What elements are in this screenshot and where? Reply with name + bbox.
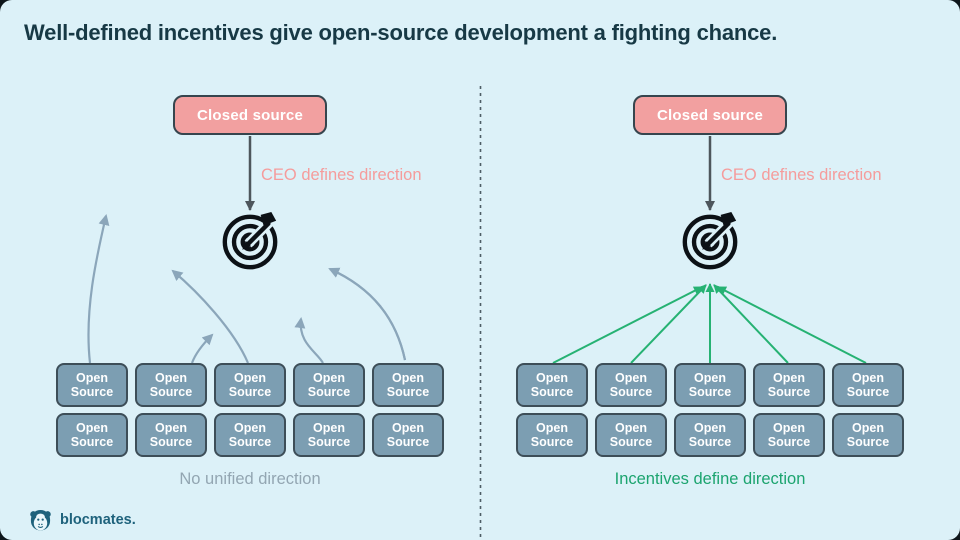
- page-title: Well-defined incentives give open-source…: [24, 20, 778, 45]
- open-source-box: Open Source: [214, 413, 286, 457]
- open-source-box: Open Source: [56, 413, 128, 457]
- open-source-grid-right: Open Source Open Source Open Source Open…: [516, 363, 904, 457]
- open-source-box: Open Source: [674, 363, 746, 407]
- closed-source-box: Closed source: [633, 95, 787, 135]
- misaligned-arrow: [190, 333, 214, 364]
- open-source-box: Open Source: [516, 413, 588, 457]
- misaligned-arrow-head: [328, 267, 407, 361]
- open-source-box: Open Source: [293, 363, 365, 407]
- misaligned-arrow: [294, 317, 324, 364]
- aligned-arrow: [717, 286, 867, 364]
- open-source-box: Open Source: [293, 413, 365, 457]
- open-source-grid-left: Open Source Open Source Open Source Open…: [56, 363, 444, 457]
- closed-source-label: Closed source: [657, 106, 763, 124]
- misaligned-arrow: [87, 214, 110, 364]
- open-source-box: Open Source: [674, 413, 746, 457]
- open-source-box: Open Source: [832, 363, 904, 407]
- closed-source-label: Closed source: [197, 106, 303, 124]
- open-source-box: Open Source: [372, 363, 444, 407]
- target-icon: [222, 211, 278, 270]
- ceo-direction-label: CEO defines direction: [261, 166, 422, 184]
- open-source-box: Open Source: [753, 363, 825, 407]
- right-caption: Incentives define direction: [614, 470, 806, 488]
- open-source-box: Open Source: [832, 413, 904, 457]
- aligned-arrow: [630, 284, 707, 364]
- open-source-box: Open Source: [753, 413, 825, 457]
- converging-arrows: [552, 283, 867, 364]
- scattered-arrows: [87, 214, 407, 364]
- misaligned-arrow: [171, 269, 250, 364]
- gorilla-face-icon: [30, 509, 51, 531]
- brand-logo: blocmates.: [29, 505, 136, 535]
- misaligned-arrow: [329, 267, 407, 361]
- open-source-box: Open Source: [595, 413, 667, 457]
- open-source-box: Open Source: [135, 413, 207, 457]
- open-source-box: Open Source: [595, 363, 667, 407]
- aligned-arrow: [552, 286, 703, 364]
- open-source-box: Open Source: [56, 363, 128, 407]
- ceo-direction-label: CEO defines direction: [721, 166, 882, 184]
- open-source-box: Open Source: [516, 363, 588, 407]
- open-source-box: Open Source: [135, 363, 207, 407]
- open-source-box: Open Source: [214, 363, 286, 407]
- target-icon: [682, 211, 738, 270]
- open-source-box: Open Source: [372, 413, 444, 457]
- brand-name: blocmates.: [60, 512, 136, 528]
- aligned-arrow: [713, 284, 789, 364]
- closed-source-box: Closed source: [173, 95, 327, 135]
- left-caption: No unified direction: [179, 470, 321, 488]
